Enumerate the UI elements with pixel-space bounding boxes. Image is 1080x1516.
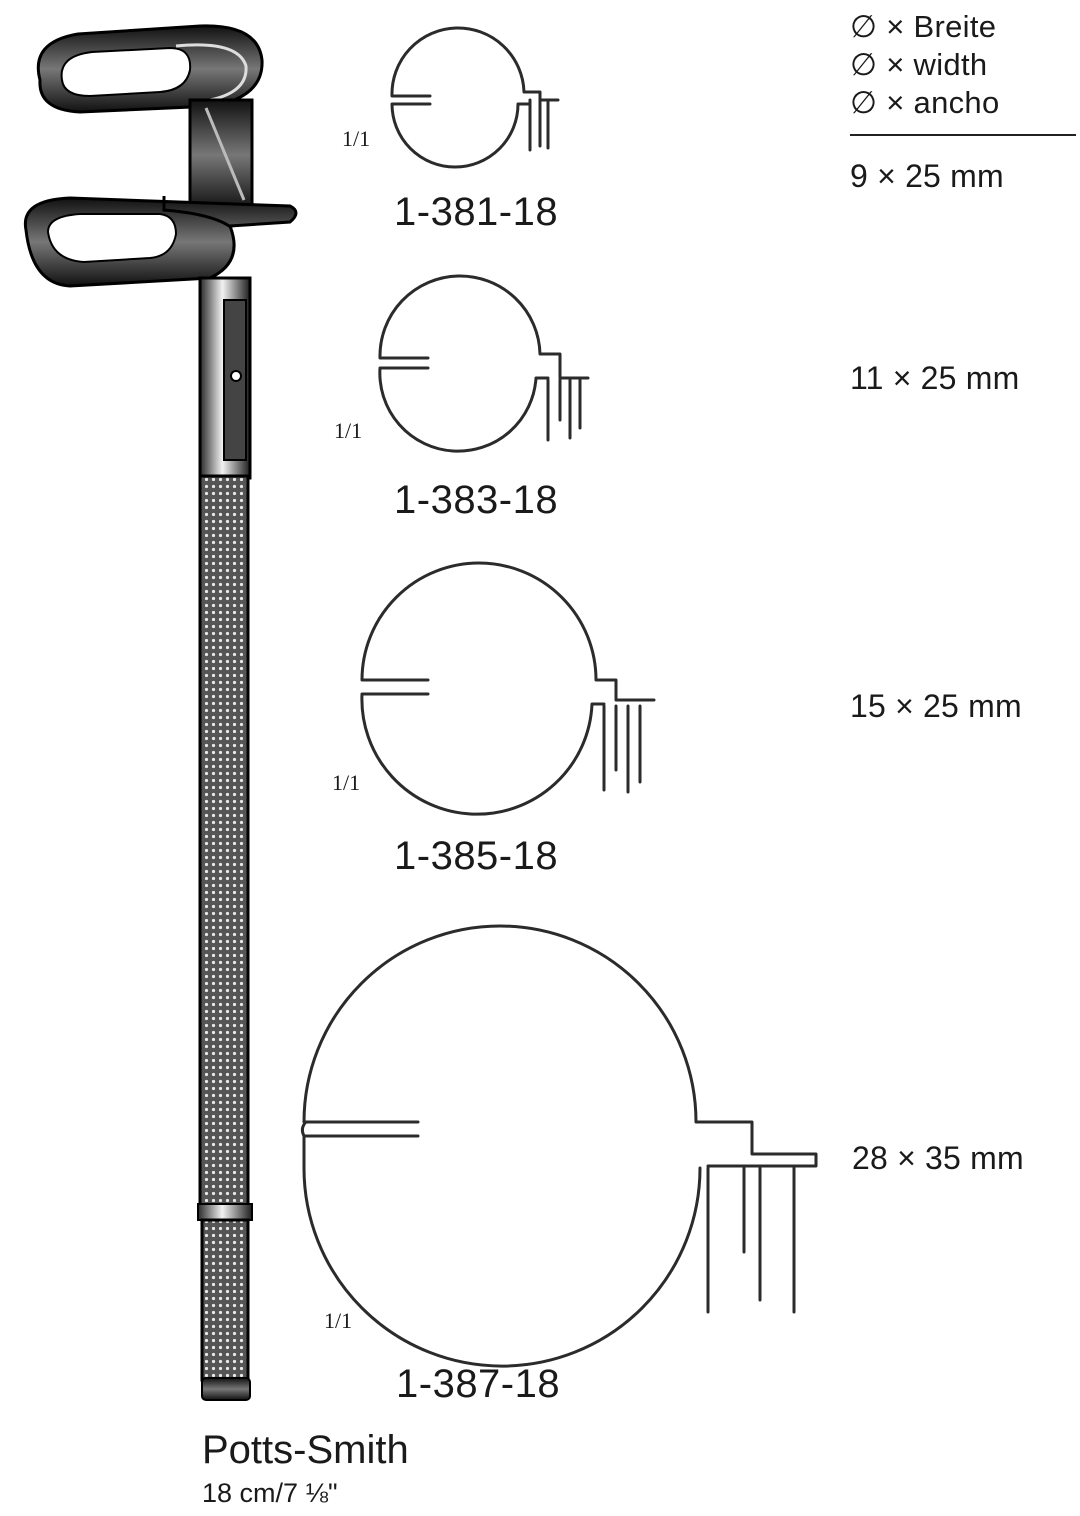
size-dimension: 9 × 25 mm [850,158,1004,194]
potts-smith-instrument [23,24,298,1401]
legend-line-spanish: ∅ × ancho [850,85,1000,120]
size-dimension: 15 × 25 mm [850,688,1022,724]
article-number: 1-383-18 [394,478,559,522]
size-dimension: 11 × 25 mm [850,360,1020,396]
scale-label: 1/1 [334,418,363,443]
article-number: 1-387-18 [396,1362,561,1406]
scale-label: 1/1 [324,1308,353,1333]
legend-line-german: ∅ × Breite [850,9,997,44]
article-number: 1-381-18 [394,190,559,234]
scale-label: 1/1 [332,770,361,795]
article-number: 1-385-18 [394,834,559,878]
product-length: 18 cm/7 ⅛" [202,1478,338,1508]
ring-blade-1-381-18 [390,26,560,169]
legend-line-english: ∅ × width [850,47,988,82]
scale-label: 1/1 [342,126,371,151]
product-name: Potts-Smith [202,1428,409,1472]
ring-blade-1-385-18 [360,561,656,816]
ring-blade-1-387-18 [300,924,818,1368]
size-dimension: 28 × 35 mm [852,1140,1024,1176]
ring-blade-1-383-18 [378,274,590,453]
legend-divider [850,134,1076,136]
